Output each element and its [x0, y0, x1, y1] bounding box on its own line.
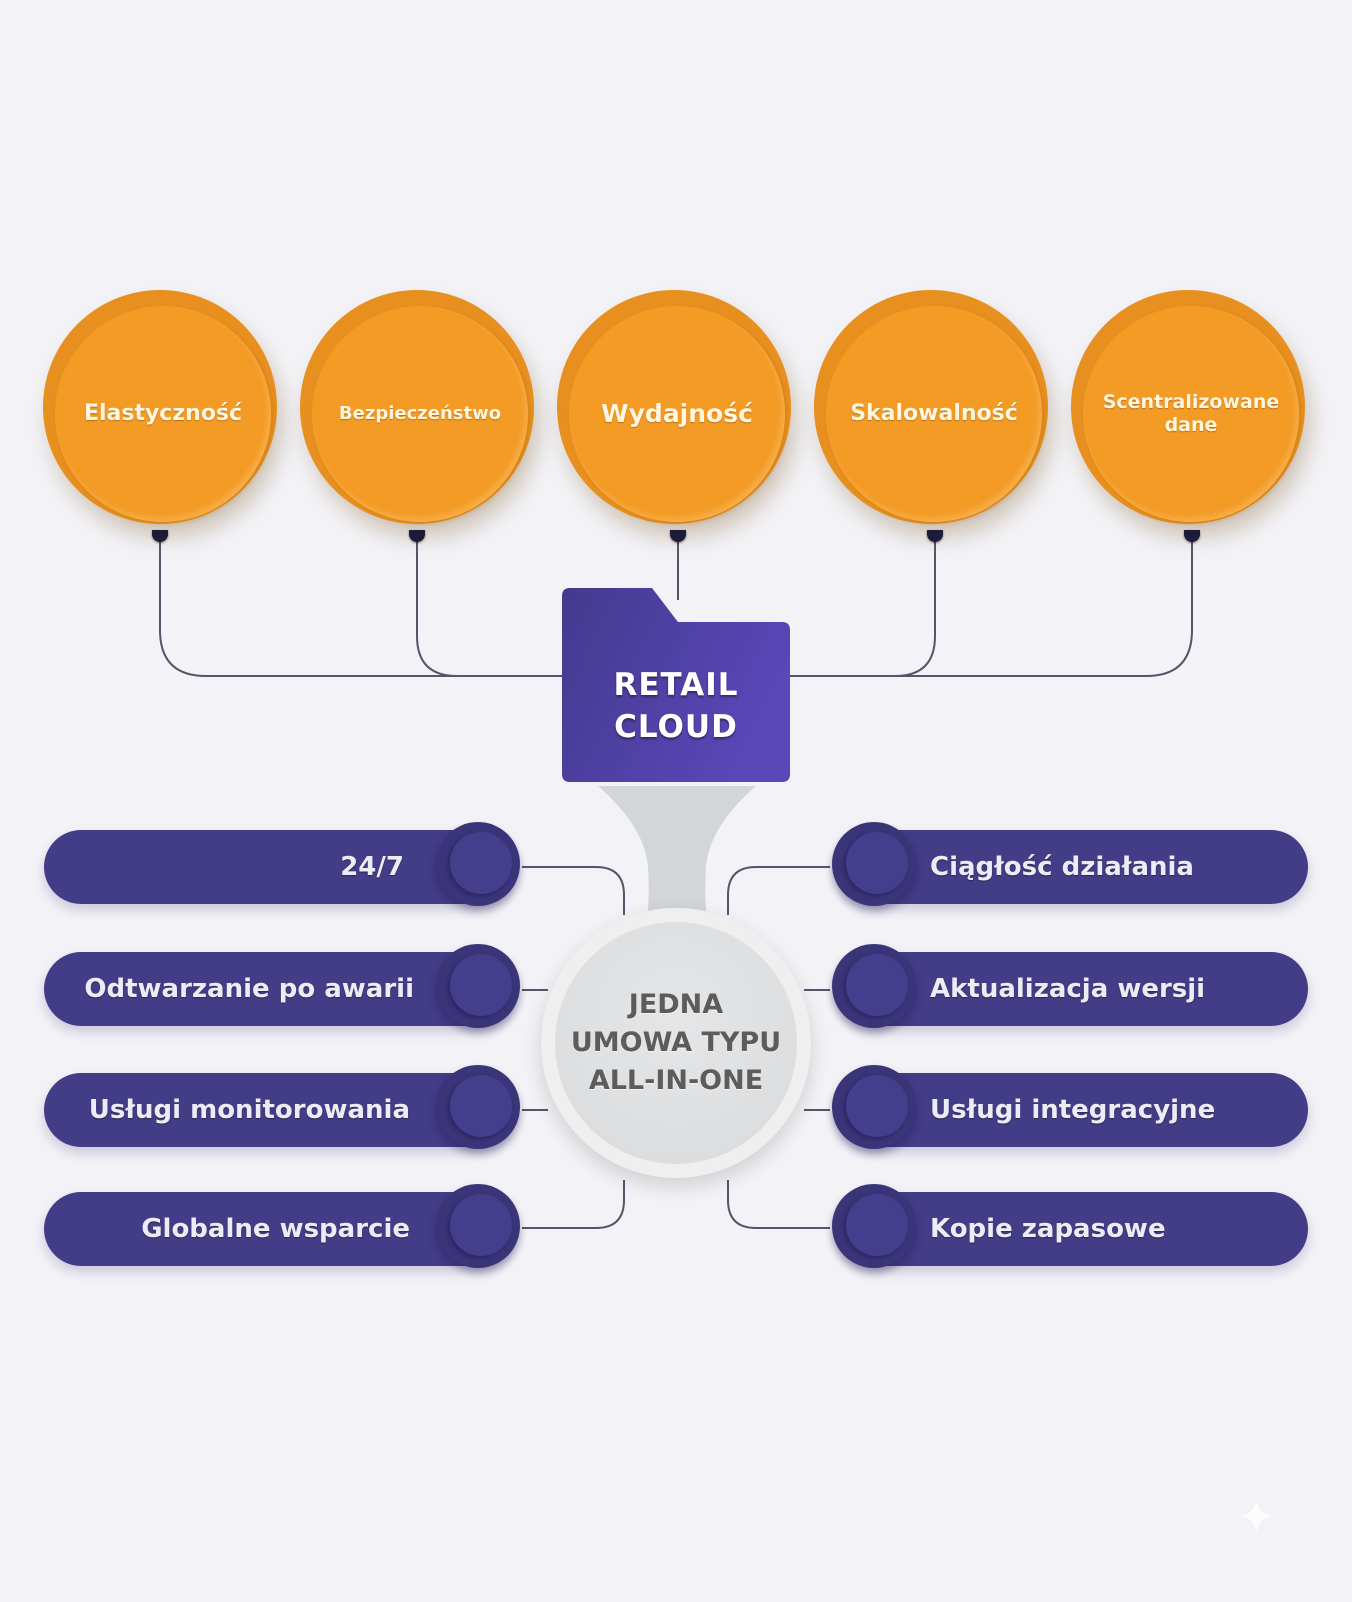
- pill-cap-icon: [436, 1184, 520, 1268]
- hub-label-line1: RETAIL: [613, 667, 739, 703]
- benefit-label: Skalowalność: [850, 400, 1018, 426]
- benefit-label: Wydajność: [601, 399, 753, 428]
- benefit-label: Scentralizowane dane: [1097, 391, 1286, 437]
- all-in-one-contract-disc: JEDNA UMOWA TYPU ALL-IN-ONE: [541, 908, 811, 1178]
- center-label-line2: UMOWA TYPU: [570, 1027, 782, 1058]
- connector-24-7: [522, 866, 625, 915]
- service-label: Ciągłość działania: [930, 852, 1194, 882]
- pill-cap-icon: [436, 944, 520, 1028]
- folder-icon: [562, 588, 790, 782]
- pill-cap-icon: [832, 822, 916, 906]
- service-pill-kopie-zapasowe: Kopie zapasowe: [832, 1184, 1308, 1268]
- connector-knob-icon: [152, 530, 168, 542]
- pill-cap-icon: [832, 1065, 916, 1149]
- service-pill-globalne-wsparcie: Globalne wsparcie: [44, 1184, 520, 1268]
- pill-cap-icon: [436, 822, 520, 906]
- funnel-connector: [598, 786, 756, 926]
- hub-label: RETAIL CLOUD: [562, 664, 790, 748]
- service-pill-integracyjne: Usługi integracyjne: [832, 1065, 1308, 1149]
- benefit-circle-elastycznosc: Elastyczność: [43, 290, 277, 524]
- connector-globalne: [522, 1180, 625, 1229]
- connector-knob-icon: [927, 530, 943, 542]
- service-label: Kopie zapasowe: [930, 1214, 1166, 1244]
- service-label: Globalne wsparcie: [141, 1214, 410, 1244]
- connector-elastycznosc: [159, 540, 562, 677]
- benefit-label: Bezpieczeństwo: [338, 403, 502, 425]
- connector-knob-icon: [670, 530, 686, 542]
- benefit-circle-wydajnosc: Wydajność: [557, 290, 791, 524]
- sparkle-icon: ✦: [1237, 1490, 1276, 1544]
- connector-skalowalnosc: [894, 540, 936, 677]
- service-pill-aktualizacja: Aktualizacja wersji: [832, 944, 1308, 1028]
- service-label: Usługi monitorowania: [88, 1095, 410, 1125]
- connector-knob-icon: [409, 530, 425, 542]
- center-label-line1: JEDNA: [628, 989, 724, 1020]
- connector-kopie: [727, 1180, 830, 1229]
- service-pill-ciaglosc: Ciągłość działania: [832, 822, 1308, 906]
- benefit-circle-bezpieczenstwo: Bezpieczeństwo: [300, 290, 534, 524]
- service-pill-odtwarzanie: Odtwarzanie po awarii: [44, 944, 520, 1028]
- benefit-label: Elastyczność: [83, 400, 243, 426]
- benefit-circle-skalowalnosc: Skalowalność: [814, 290, 1048, 524]
- service-label: Aktualizacja wersji: [930, 974, 1206, 1004]
- benefit-label-line1: Scentralizowane: [1102, 391, 1280, 414]
- service-label: 24/7: [340, 852, 404, 882]
- service-label: Odtwarzanie po awarii: [84, 974, 414, 1004]
- service-label: Usługi integracyjne: [930, 1095, 1216, 1125]
- connector-bezpieczenstwo: [416, 540, 458, 677]
- center-label: JEDNA UMOWA TYPU ALL-IN-ONE: [571, 986, 781, 1100]
- center-label-line3: ALL-IN-ONE: [588, 1065, 764, 1096]
- connector-ciaglosc: [727, 866, 830, 915]
- retail-cloud-folder: RETAIL CLOUD: [562, 588, 790, 782]
- connector-scentralizowane: [790, 540, 1193, 677]
- pill-cap-icon: [832, 944, 916, 1028]
- pill-cap-icon: [436, 1065, 520, 1149]
- service-pill-monitorowanie: Usługi monitorowania: [44, 1065, 520, 1149]
- benefit-label-line2: dane: [1164, 414, 1218, 436]
- benefit-circle-scentralizowane-dane: Scentralizowane dane: [1071, 290, 1305, 524]
- pill-cap-icon: [832, 1184, 916, 1268]
- hub-label-line2: CLOUD: [614, 709, 738, 745]
- connector-knob-icon: [1184, 530, 1200, 542]
- service-pill-24-7: 24/7: [44, 822, 520, 906]
